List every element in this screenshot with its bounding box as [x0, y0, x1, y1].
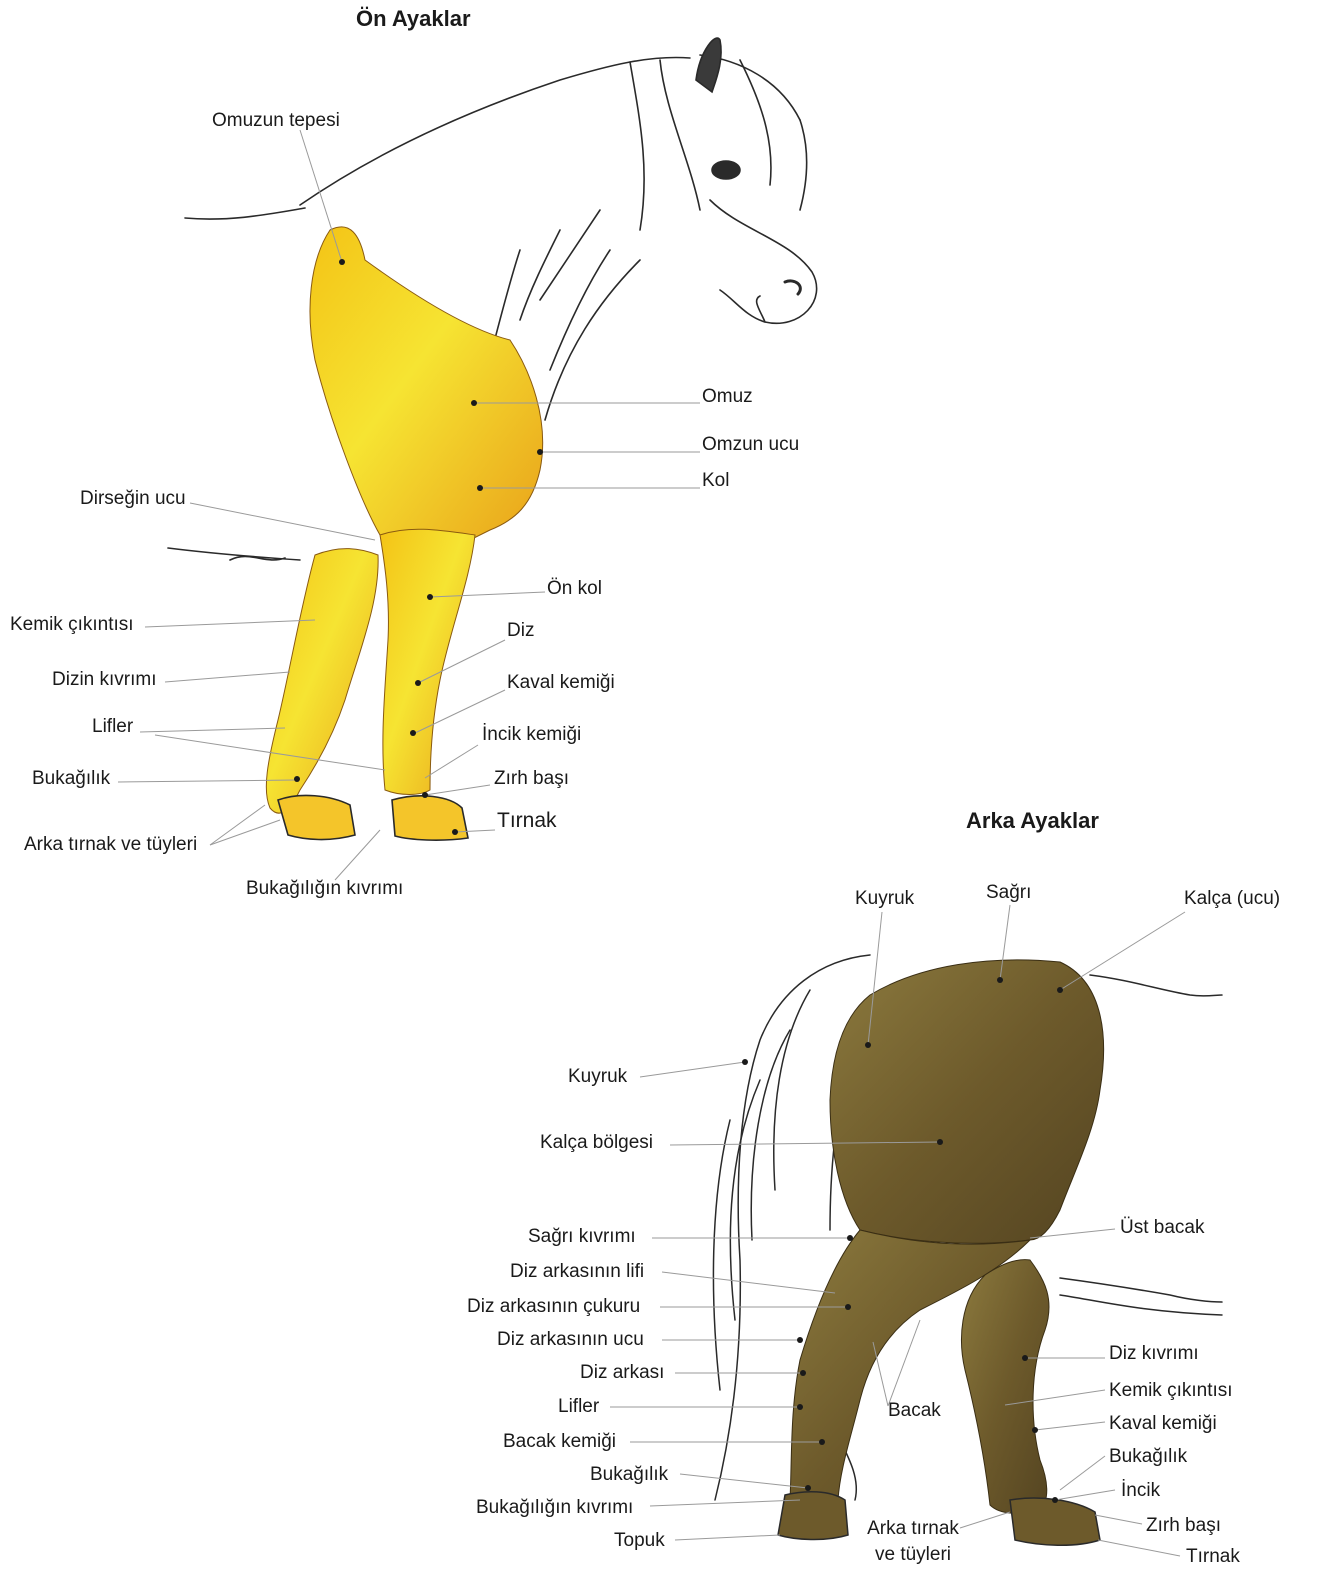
label-arka-tirnak-rear-2: ve tüyleri [858, 1544, 968, 1566]
label-kaval-kemigi-front: Kaval kemiği [507, 672, 615, 694]
label-diz-arkasinin-cukuru: Diz arkasının çukuru [467, 1296, 640, 1318]
label-diz-arkasinin-lifi: Diz arkasının lifi [510, 1261, 644, 1283]
label-ust-bacak: Üst bacak [1120, 1217, 1204, 1239]
label-kaval-kemigi-rear: Kaval kemiği [1109, 1413, 1217, 1435]
label-dirsegin-ucu: Dirseğin ucu [80, 488, 186, 510]
rear-legs-coloured [778, 960, 1104, 1545]
label-bukagilik-front: Bukağılık [32, 768, 110, 790]
label-lifler-front: Lifler [92, 716, 133, 738]
label-zirh-basi-rear: Zırh başı [1146, 1515, 1221, 1537]
label-diz-arkasi: Diz arkası [580, 1362, 664, 1384]
label-bukagilik-rear-right: Bukağılık [1109, 1446, 1187, 1468]
label-diz-arkasinin-ucu: Diz arkasının ucu [497, 1329, 644, 1351]
rear-right-leg [962, 1260, 1050, 1514]
label-kalca-ucu: Kalça (ucu) [1184, 888, 1280, 910]
label-on-kol: Ön kol [547, 578, 602, 600]
label-incik: İncik [1121, 1480, 1160, 1502]
rear-left-hoof [778, 1492, 848, 1540]
label-bukagiligin-kivrimi-front: Bukağılığın kıvrımı [246, 878, 403, 900]
label-kalca-bolgesi: Kalça bölgesi [540, 1132, 653, 1154]
label-sagri-kivrimi: Sağrı kıvrımı [528, 1226, 636, 1248]
label-bacak-kemigi: Bacak kemiği [503, 1431, 616, 1453]
label-kemik-cikintisi-rear: Kemik çıkıntısı [1109, 1380, 1233, 1402]
label-omuz: Omuz [702, 386, 753, 408]
label-dizin-kivrimi: Dizin kıvrımı [52, 669, 157, 691]
label-lifler-rear: Lifler [558, 1396, 599, 1418]
label-zirh-basi-front: Zırh başı [494, 768, 569, 790]
label-bukagiligin-kivrimi-rear: Bukağılığın kıvrımı [476, 1497, 633, 1519]
front-legs-coloured [266, 227, 542, 840]
label-tirnak-rear: Tırnak [1186, 1546, 1240, 1568]
label-sagri: Sağrı [986, 882, 1031, 904]
label-kol: Kol [702, 470, 729, 492]
rear-legs-title: Arka Ayaklar [966, 808, 1099, 834]
label-bacak: Bacak [888, 1400, 941, 1422]
rear-right-hoof [1010, 1498, 1100, 1545]
label-arka-tirnak-rear-1: Arka tırnak [858, 1518, 968, 1540]
label-diz: Diz [507, 620, 534, 642]
front-shoulder-area [310, 227, 543, 540]
label-kuyruk: Kuyruk [568, 1066, 627, 1088]
front-legs-title: Ön Ayaklar [356, 6, 471, 32]
label-omuzun-tepesi: Omuzun tepesi [212, 110, 340, 132]
label-kemik-cikintisi-front: Kemik çıkıntısı [10, 614, 134, 636]
label-tirnak-front: Tırnak [497, 810, 557, 832]
front-left-leg [266, 549, 378, 814]
label-topuk: Topuk [614, 1530, 665, 1552]
label-kuyruk-top: Kuyruk [855, 888, 914, 910]
label-omzun-ucu: Omzun ucu [702, 434, 799, 456]
label-diz-kivrimi: Diz kıvrımı [1109, 1343, 1199, 1365]
label-incik-kemigi: İncik kemiği [482, 724, 581, 746]
rear-hindquarters [830, 960, 1104, 1243]
label-arka-tirnak-front: Arka tırnak ve tüyleri [24, 834, 197, 856]
label-bukagilik-rear-left: Bukağılık [590, 1464, 668, 1486]
front-left-hoof [278, 795, 355, 839]
